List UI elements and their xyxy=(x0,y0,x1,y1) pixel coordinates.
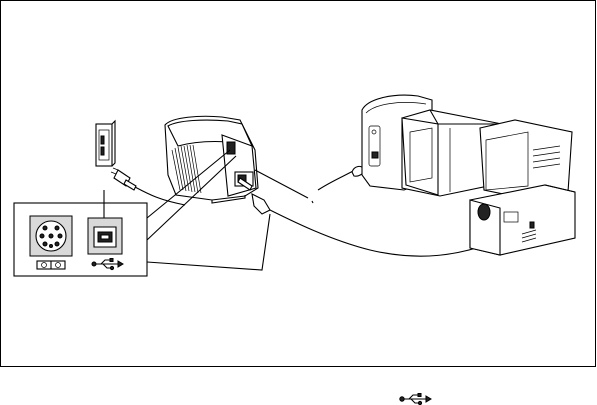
pc-computer xyxy=(470,120,575,255)
wall-outlet-icon xyxy=(96,121,115,166)
usb-b-port xyxy=(88,218,122,254)
label-printer xyxy=(165,116,258,203)
usb-symbol-icon xyxy=(400,394,431,405)
ports-callout xyxy=(14,190,147,276)
mini-din-serial-port xyxy=(30,216,72,256)
usb-cable xyxy=(252,194,504,256)
